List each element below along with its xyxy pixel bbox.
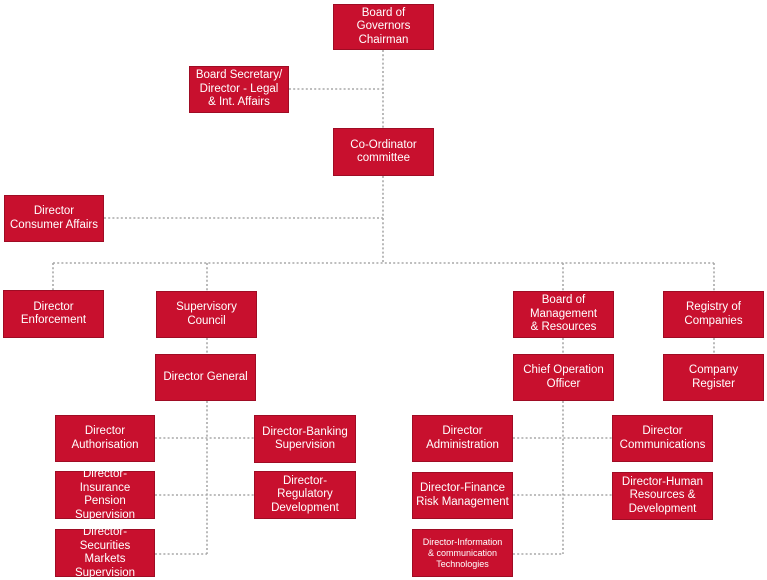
- director-administration-box: Director Administration: [412, 415, 513, 462]
- chief-operation-officer-box: Chief Operation Officer: [513, 354, 614, 401]
- consumer-affairs-box: Director Consumer Affairs: [4, 195, 104, 242]
- connectors: [52, 50, 715, 555]
- supervisory-council-box: Supervisory Council: [156, 291, 257, 338]
- coordinator-committee-box: Co-Ordinator committee: [333, 128, 434, 176]
- director-communications-box: Director Communications: [612, 415, 713, 462]
- board-of-management-box: Board of Management & Resources: [513, 291, 614, 338]
- director-human-resources-box: Director-Human Resources & Development: [612, 472, 713, 520]
- director-banking-box: Director-Banking Supervision: [254, 415, 356, 463]
- registry-of-companies-box: Registry of Companies: [663, 291, 764, 338]
- director-regulatory-box: Director- Regulatory Development: [254, 471, 356, 519]
- board-secretary-box: Board Secretary/ Director - Legal & Int.…: [189, 66, 289, 113]
- director-insurance-box: Director-Insurance Pension Supervision: [55, 468, 155, 521]
- director-finance-box: Director-Finance Risk Management: [412, 472, 513, 519]
- board-of-governors-box: Board of Governors Chairman: [333, 4, 434, 50]
- director-securities-box: Director-Securities Markets Supervision: [55, 526, 155, 579]
- company-register-box: Company Register: [663, 354, 764, 401]
- director-authorisation-box: Director Authorisation: [55, 415, 155, 462]
- enforcement-box: Director Enforcement: [3, 290, 104, 338]
- director-general-box: Director General: [155, 354, 256, 401]
- director-ict-box: Director-Information & communication Tec…: [412, 529, 513, 577]
